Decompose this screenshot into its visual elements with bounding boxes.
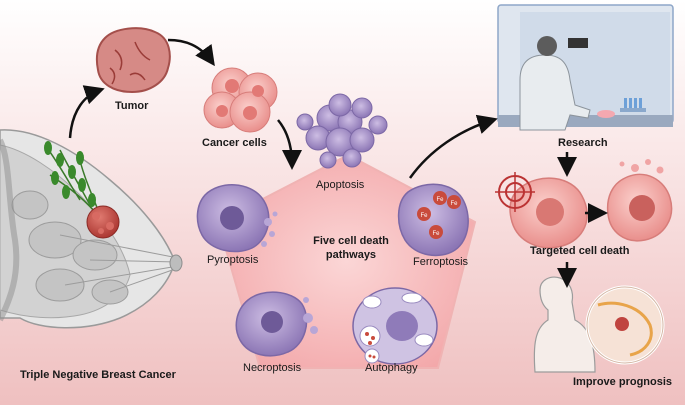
autophagy-cell	[352, 287, 438, 365]
breast-illustration	[0, 129, 183, 329]
fe-ion: Fe	[429, 225, 443, 239]
svg-text:Fe: Fe	[420, 213, 428, 219]
improve-prognosis-illustration	[533, 276, 665, 373]
autophagy-label: Autophagy	[365, 362, 418, 374]
pyroptosis-label: Pyroptosis	[207, 254, 259, 266]
cancer-cells-cluster	[203, 67, 278, 133]
ferroptosis-cell: Fe Fe Fe Fe	[397, 183, 469, 257]
fe-ion: Fe	[417, 207, 431, 221]
svg-text:Fe: Fe	[450, 201, 458, 207]
fe-ion: Fe	[447, 195, 461, 209]
research-label: Research	[558, 137, 608, 149]
tumor-label: Tumor	[115, 100, 149, 112]
targeted-cell-death-illustration	[495, 159, 673, 249]
svg-text:Fe: Fe	[436, 197, 444, 203]
fe-ion: Fe	[433, 191, 447, 205]
ferroptosis-label: Ferroptosis	[413, 256, 469, 268]
pyroptosis-cell	[196, 184, 278, 253]
necroptosis-label: Necroptosis	[243, 362, 302, 374]
svg-text:Fe: Fe	[432, 231, 440, 237]
targeted-cell-death-label: Targeted cell death	[530, 245, 630, 257]
cancer-cells-label: Cancer cells	[202, 137, 267, 149]
necroptosis-cell	[235, 291, 318, 357]
lymph-nodes	[44, 141, 99, 213]
improve-prognosis-label: Improve prognosis	[573, 376, 673, 388]
apoptosis-label: Apoptosis	[316, 179, 365, 191]
research-lab-illustration	[497, 4, 674, 131]
center-title: Five cell death pathways	[313, 235, 389, 261]
tumor-illustration	[95, 27, 171, 94]
flow-arrows	[68, 38, 608, 288]
breast-tumor	[86, 205, 120, 239]
tnbc-label: Triple Negative Breast Cancer	[20, 369, 176, 381]
apoptosis-cell	[296, 93, 388, 169]
target-crosshair-icon	[495, 172, 535, 212]
